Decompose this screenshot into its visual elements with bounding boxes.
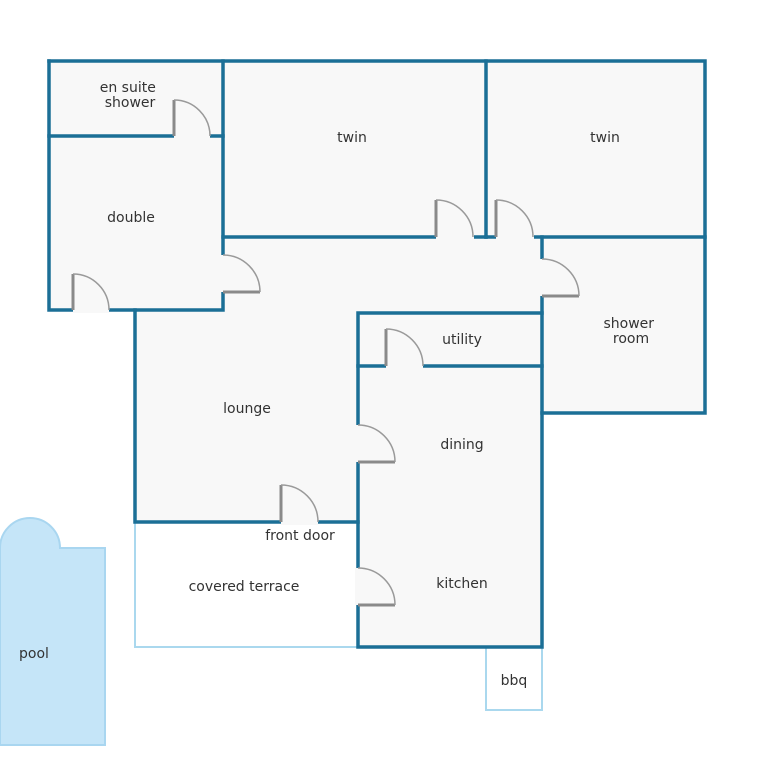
room-fills <box>49 61 705 647</box>
label-lounge: lounge <box>223 401 271 417</box>
door-double-exterior <box>71 273 110 311</box>
door-en-suite <box>172 99 211 137</box>
twin-2-area <box>486 61 705 237</box>
label-covered-terrace: covered terrace <box>189 579 300 595</box>
label-double: double <box>107 210 155 226</box>
door-shower-room <box>541 258 580 298</box>
dining-kitchen-area <box>358 366 542 647</box>
label-en-suite-shower: en suite shower <box>100 80 161 111</box>
utility-area <box>358 313 542 366</box>
label-shower-room-line1: shower <box>603 316 654 332</box>
label-pool: pool <box>19 646 49 662</box>
covered-terrace-area <box>134 521 359 648</box>
door-twin-1 <box>434 199 474 238</box>
door-front <box>279 484 319 523</box>
label-front-door: front door <box>265 528 335 544</box>
shower-room-area <box>542 237 705 413</box>
label-shower-room: shower room <box>603 316 658 347</box>
double-area <box>49 136 223 310</box>
label-dining: dining <box>440 437 483 453</box>
label-en-suite-line1: en suite <box>100 80 156 96</box>
hall-area <box>223 237 542 313</box>
label-shower-room-line2: room <box>613 331 649 347</box>
pool-area <box>0 517 106 746</box>
door-double <box>222 254 261 294</box>
twin-1-area <box>223 61 486 237</box>
bbq-area <box>485 646 543 711</box>
door-openings <box>73 133 545 605</box>
label-twin-1: twin <box>337 130 367 146</box>
door-dining <box>357 424 396 464</box>
label-kitchen: kitchen <box>436 576 488 592</box>
label-en-suite-line2: shower <box>105 95 156 111</box>
label-utility: utility <box>442 332 482 348</box>
en-suite-shower-area <box>49 61 223 136</box>
label-twin-2: twin <box>590 130 620 146</box>
label-bbq: bbq <box>501 673 528 689</box>
door-twin-2 <box>494 199 534 238</box>
door-kitchen <box>357 567 396 607</box>
lounge-area <box>135 310 358 522</box>
door-utility <box>384 328 424 367</box>
